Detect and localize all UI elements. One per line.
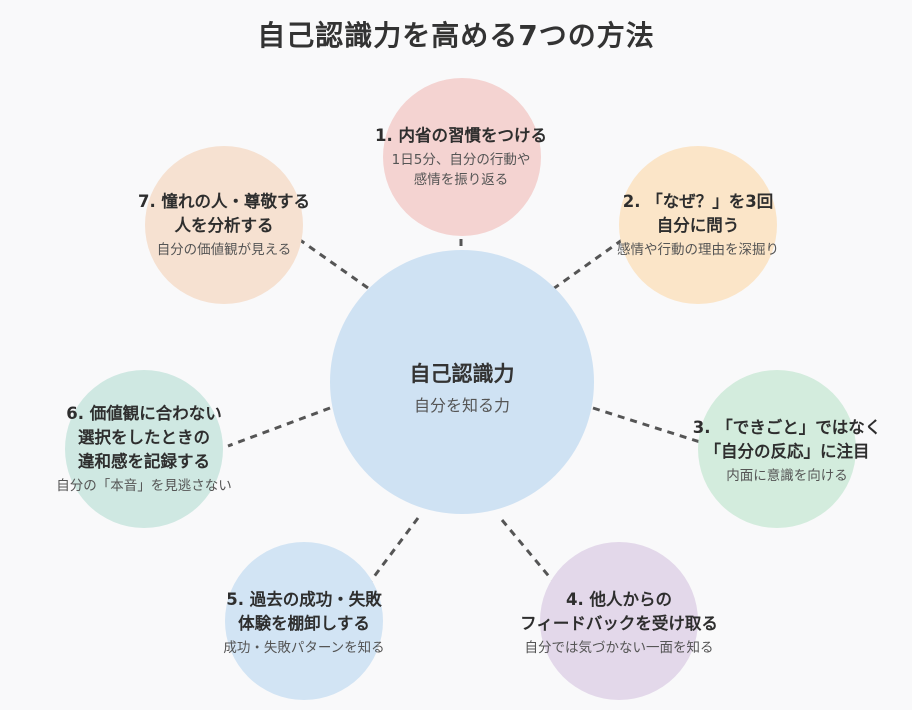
connector-4 [500,519,554,581]
connector-7 [299,238,369,290]
connector-5 [368,517,420,583]
method-7-label: 7. 憧れの人・尊敬する 人を分析する 自分の価値観が見える [104,190,344,260]
method-3-title: 3. 「できごと」ではなく 「自分の反応」に注目 [692,418,882,461]
diagram-title: 自己認識力を高める7つの方法 [257,19,655,52]
method-5-circle [225,542,383,700]
method-3-label: 3. 「できごと」ではなく 「自分の反応」に注目 内面に意識を向ける [667,416,907,486]
method-6-circle [65,370,223,528]
connector-2 [552,238,623,291]
method-7-title: 7. 憧れの人・尊敬する 人を分析する [138,192,310,235]
center-circle [330,250,594,514]
connector-3 [592,406,701,444]
method-6-desc: 自分の「本音」を見逃さない [56,478,232,494]
method-3-desc: 内面に意識を向ける [726,468,848,484]
method-2-circle [619,146,777,304]
method-4-desc: 自分では気づかない一面を知る [524,640,714,656]
method-4-circle [540,542,698,700]
method-5-title: 5. 過去の成功・失敗 体験を棚卸しする [226,590,382,633]
method-1-circle [383,78,541,236]
connector-6 [227,406,331,448]
method-7-desc: 自分の価値観が見える [156,242,292,258]
method-5-desc: 成功・失敗パターンを知る [223,640,385,656]
method-2-title: 2. 「なぜ？」を3回 自分に問う [622,192,774,235]
method-6-title: 6. 価値観に合わない 選択をしたときの 違和感を記録する [66,404,222,471]
center-title: 自己認識力 [409,362,515,386]
center-subtitle: 自分を知る力 [413,396,510,415]
method-1-desc: 1日5分、自分の行動や 感情を振り返る [391,152,531,188]
center-label: 自己認識力 自分を知る力 [362,360,562,418]
method-1-label: 1. 内省の習慣をつける 1日5分、自分の行動や 感情を振り返る [311,124,611,190]
method-4-title: 4. 他人からの フィードバックを受け取る [520,590,718,633]
method-5-label: 5. 過去の成功・失敗 体験を棚卸しする 成功・失敗パターンを知る [174,588,434,658]
method-4-label: 4. 他人からの フィードバックを受け取る 自分では気づかない一面を知る [479,588,759,658]
method-3-circle [698,370,856,528]
method-6-label: 6. 価値観に合わない 選択をしたときの 違和感を記録する 自分の「本音」を見逃… [14,402,274,496]
method-1-title: 1. 内省の習慣をつける [375,126,547,145]
method-2-label: 2. 「なぜ？」を3回 自分に問う 感情や行動の理由を深掘り [578,190,818,260]
method-7-circle [145,146,303,304]
method-2-desc: 感情や行動の理由を深掘り [617,242,779,258]
